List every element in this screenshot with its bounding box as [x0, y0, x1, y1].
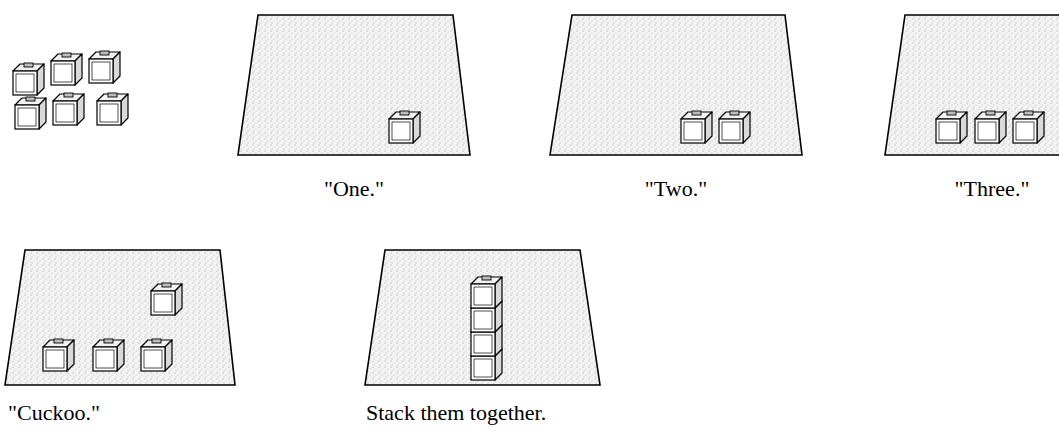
caption-label: "Three."	[955, 176, 1030, 201]
caption-label: "One."	[324, 176, 384, 201]
label-wrap: "Two."	[645, 176, 707, 202]
cube	[97, 93, 128, 125]
cube	[43, 339, 74, 371]
cube	[471, 276, 502, 308]
mat	[365, 250, 600, 385]
mat	[550, 15, 802, 155]
cube	[93, 339, 124, 371]
label-wrap: "Cuckoo."	[8, 400, 100, 426]
cube	[13, 63, 44, 95]
cube	[51, 53, 82, 85]
cube	[15, 97, 46, 129]
cube	[681, 111, 712, 143]
label-wrap: "One."	[324, 176, 384, 202]
cube	[975, 111, 1006, 143]
cube-stack	[471, 276, 502, 380]
caption-label: "Two."	[645, 176, 707, 201]
cube	[1013, 111, 1044, 143]
mat	[885, 15, 1059, 155]
caption-label: "Cuckoo."	[8, 400, 100, 425]
mat	[238, 15, 470, 155]
cube	[53, 93, 84, 125]
label-wrap: Stack them together.	[366, 400, 546, 426]
cube	[151, 283, 182, 315]
label-wrap: "Three."	[955, 176, 1030, 202]
caption-label: Stack them together.	[366, 400, 546, 425]
loose-cubes	[13, 51, 128, 129]
cube	[389, 111, 420, 143]
cube	[719, 111, 750, 143]
mat	[5, 250, 235, 385]
cube	[141, 339, 172, 371]
cube	[936, 111, 967, 143]
cube	[89, 51, 120, 83]
